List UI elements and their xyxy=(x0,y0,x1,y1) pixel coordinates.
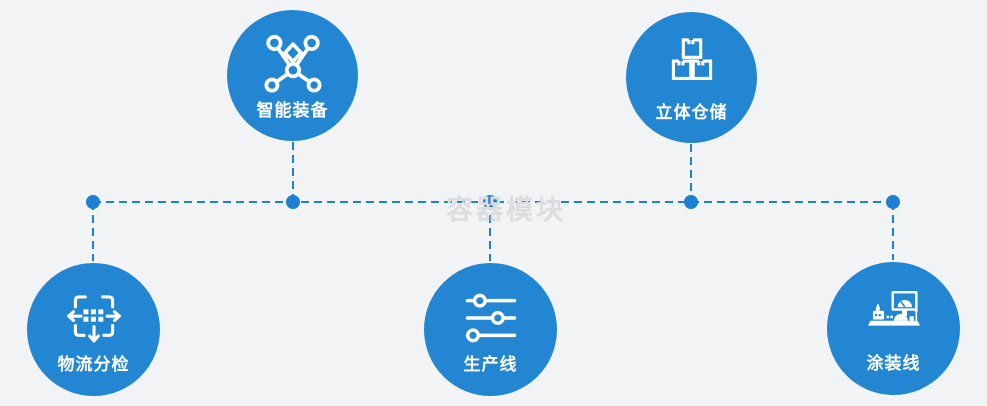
node-stereoscopic-warehouse[interactable]: 立体仓储 xyxy=(626,12,757,143)
node-label: 智能装备 xyxy=(256,100,329,120)
node-label: 物流分检 xyxy=(57,354,130,374)
junction-dot-equipment xyxy=(286,195,300,209)
network-icon xyxy=(263,34,322,93)
node-label: 立体仓储 xyxy=(655,102,728,122)
junction-dot-painting xyxy=(886,195,900,209)
paint-station-icon xyxy=(867,290,920,326)
node-label: 涂装线 xyxy=(866,353,921,373)
junction-dot-sorting xyxy=(86,195,100,209)
junction-dot-warehouse xyxy=(684,195,698,209)
node-logistics-sorting[interactable]: 物流分检 xyxy=(27,263,160,396)
sliders-icon xyxy=(465,293,516,342)
junction-dot-production xyxy=(483,195,497,209)
node-painting-line[interactable]: 涂装线 xyxy=(827,262,960,395)
boxes-icon xyxy=(671,37,712,80)
sort-arrows-icon xyxy=(66,294,121,342)
watermark: 容器模块 xyxy=(446,195,566,225)
node-production-line[interactable]: 生产线 xyxy=(424,263,557,396)
node-label: 生产线 xyxy=(463,354,518,374)
node-intelligent-equipment[interactable]: 智能装备 xyxy=(227,10,358,141)
